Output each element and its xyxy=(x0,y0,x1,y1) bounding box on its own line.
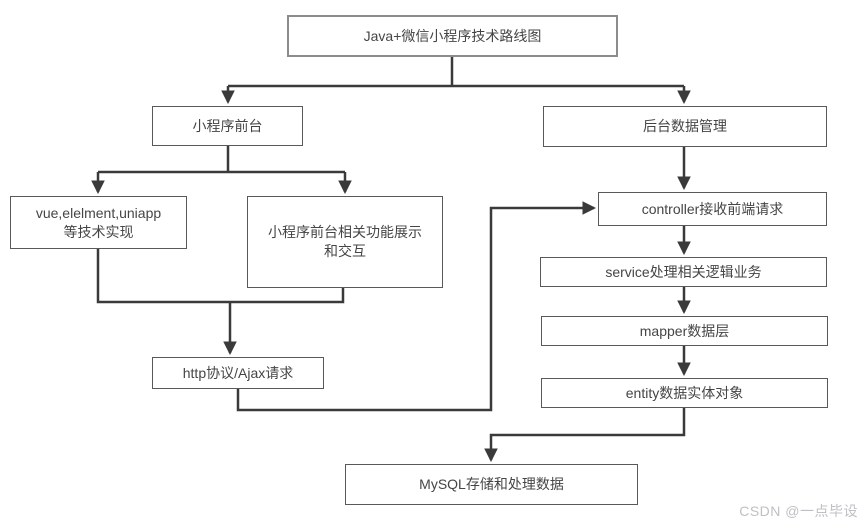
node-http: http协议/Ajax请求 xyxy=(152,357,324,389)
node-mysql-label: MySQL存储和处理数据 xyxy=(419,476,564,493)
node-tech-label-line1: vue,elelment,uniapp xyxy=(35,204,162,221)
connector-merge-bar xyxy=(96,249,345,304)
node-http-label: http协议/Ajax请求 xyxy=(182,364,294,381)
node-service: service处理相关逻辑业务 xyxy=(540,257,827,287)
connector-entity-mysql xyxy=(484,408,686,463)
node-frontend-label: 小程序前台 xyxy=(192,117,263,134)
connector-root-branch xyxy=(228,57,684,88)
node-controller-label: controller接收前端请求 xyxy=(641,200,784,217)
node-root: Java+微信小程序技术路线图 xyxy=(287,15,618,57)
connector-http-controller xyxy=(236,201,597,412)
node-mysql: MySQL存储和处理数据 xyxy=(345,464,638,505)
node-controller: controller接收前端请求 xyxy=(598,192,827,226)
node-features-label-line1: 小程序前台相关功能展示 xyxy=(268,224,422,241)
node-tech-label-line2: 等技术实现 xyxy=(63,223,134,240)
node-entity: entity数据实体对象 xyxy=(541,378,828,408)
node-root-label: Java+微信小程序技术路线图 xyxy=(363,27,542,44)
node-features: 小程序前台相关功能展示 和交互 xyxy=(247,196,443,288)
node-backend-label: 后台数据管理 xyxy=(643,118,727,135)
node-frontend: 小程序前台 xyxy=(152,106,303,146)
csdn-watermark: CSDN @一点毕设 xyxy=(739,503,858,519)
connector-frontend-branch xyxy=(98,146,345,174)
node-mapper-label: mapper数据层 xyxy=(639,322,730,339)
node-service-label: service处理相关逻辑业务 xyxy=(605,263,762,280)
node-entity-label: entity数据实体对象 xyxy=(625,384,744,401)
node-mapper: mapper数据层 xyxy=(541,316,828,346)
node-features-label-line2: 和交互 xyxy=(324,243,366,259)
node-backend: 后台数据管理 xyxy=(543,106,827,147)
node-tech: vue,elelment,uniapp 等技术实现 xyxy=(10,196,187,249)
